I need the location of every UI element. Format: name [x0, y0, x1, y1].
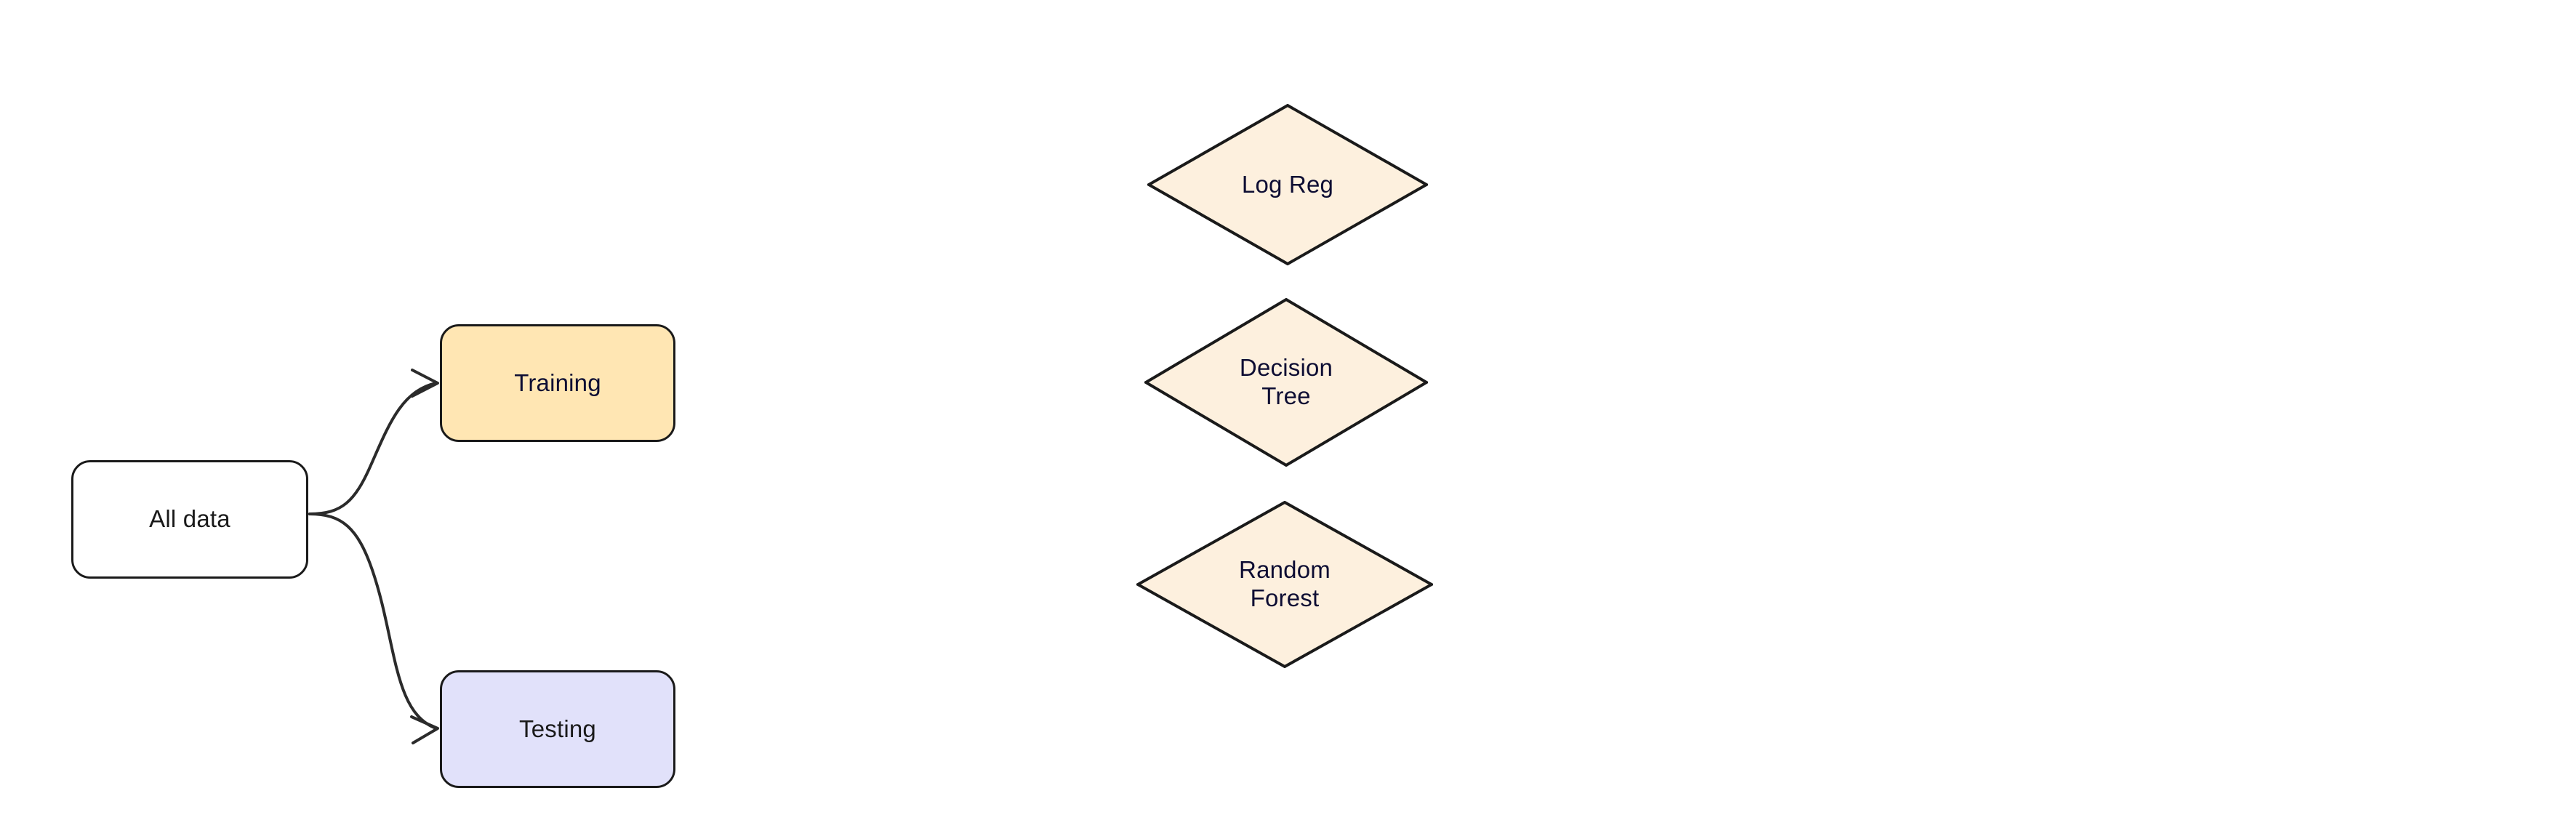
- node-all-data-label: All data: [149, 505, 230, 533]
- node-decision-tree[interactable]: Decision Tree: [1144, 298, 1428, 467]
- node-decision-tree-label: Decision Tree: [1239, 354, 1333, 409]
- arrowhead-testing: [410, 715, 439, 744]
- diamond-shape-random-forest: [1136, 501, 1433, 668]
- node-training[interactable]: Training: [440, 324, 675, 442]
- diamond-shape-log-reg: [1147, 104, 1428, 265]
- diamond-shape-decision-tree: [1144, 298, 1428, 467]
- node-all-data[interactable]: All data: [71, 460, 308, 579]
- edge-all-data-to-training: [308, 382, 438, 515]
- node-testing[interactable]: Testing: [440, 670, 675, 788]
- edge-all-data-to-testing: [308, 512, 438, 730]
- node-log-reg[interactable]: Log Reg: [1147, 104, 1428, 265]
- node-random-forest-label: Random Forest: [1239, 556, 1331, 611]
- node-testing-label: Testing: [519, 715, 596, 742]
- node-random-forest[interactable]: Random Forest: [1136, 501, 1433, 668]
- arrowhead-training: [411, 369, 439, 398]
- node-training-label: Training: [514, 369, 601, 396]
- node-log-reg-label: Log Reg: [1241, 170, 1334, 198]
